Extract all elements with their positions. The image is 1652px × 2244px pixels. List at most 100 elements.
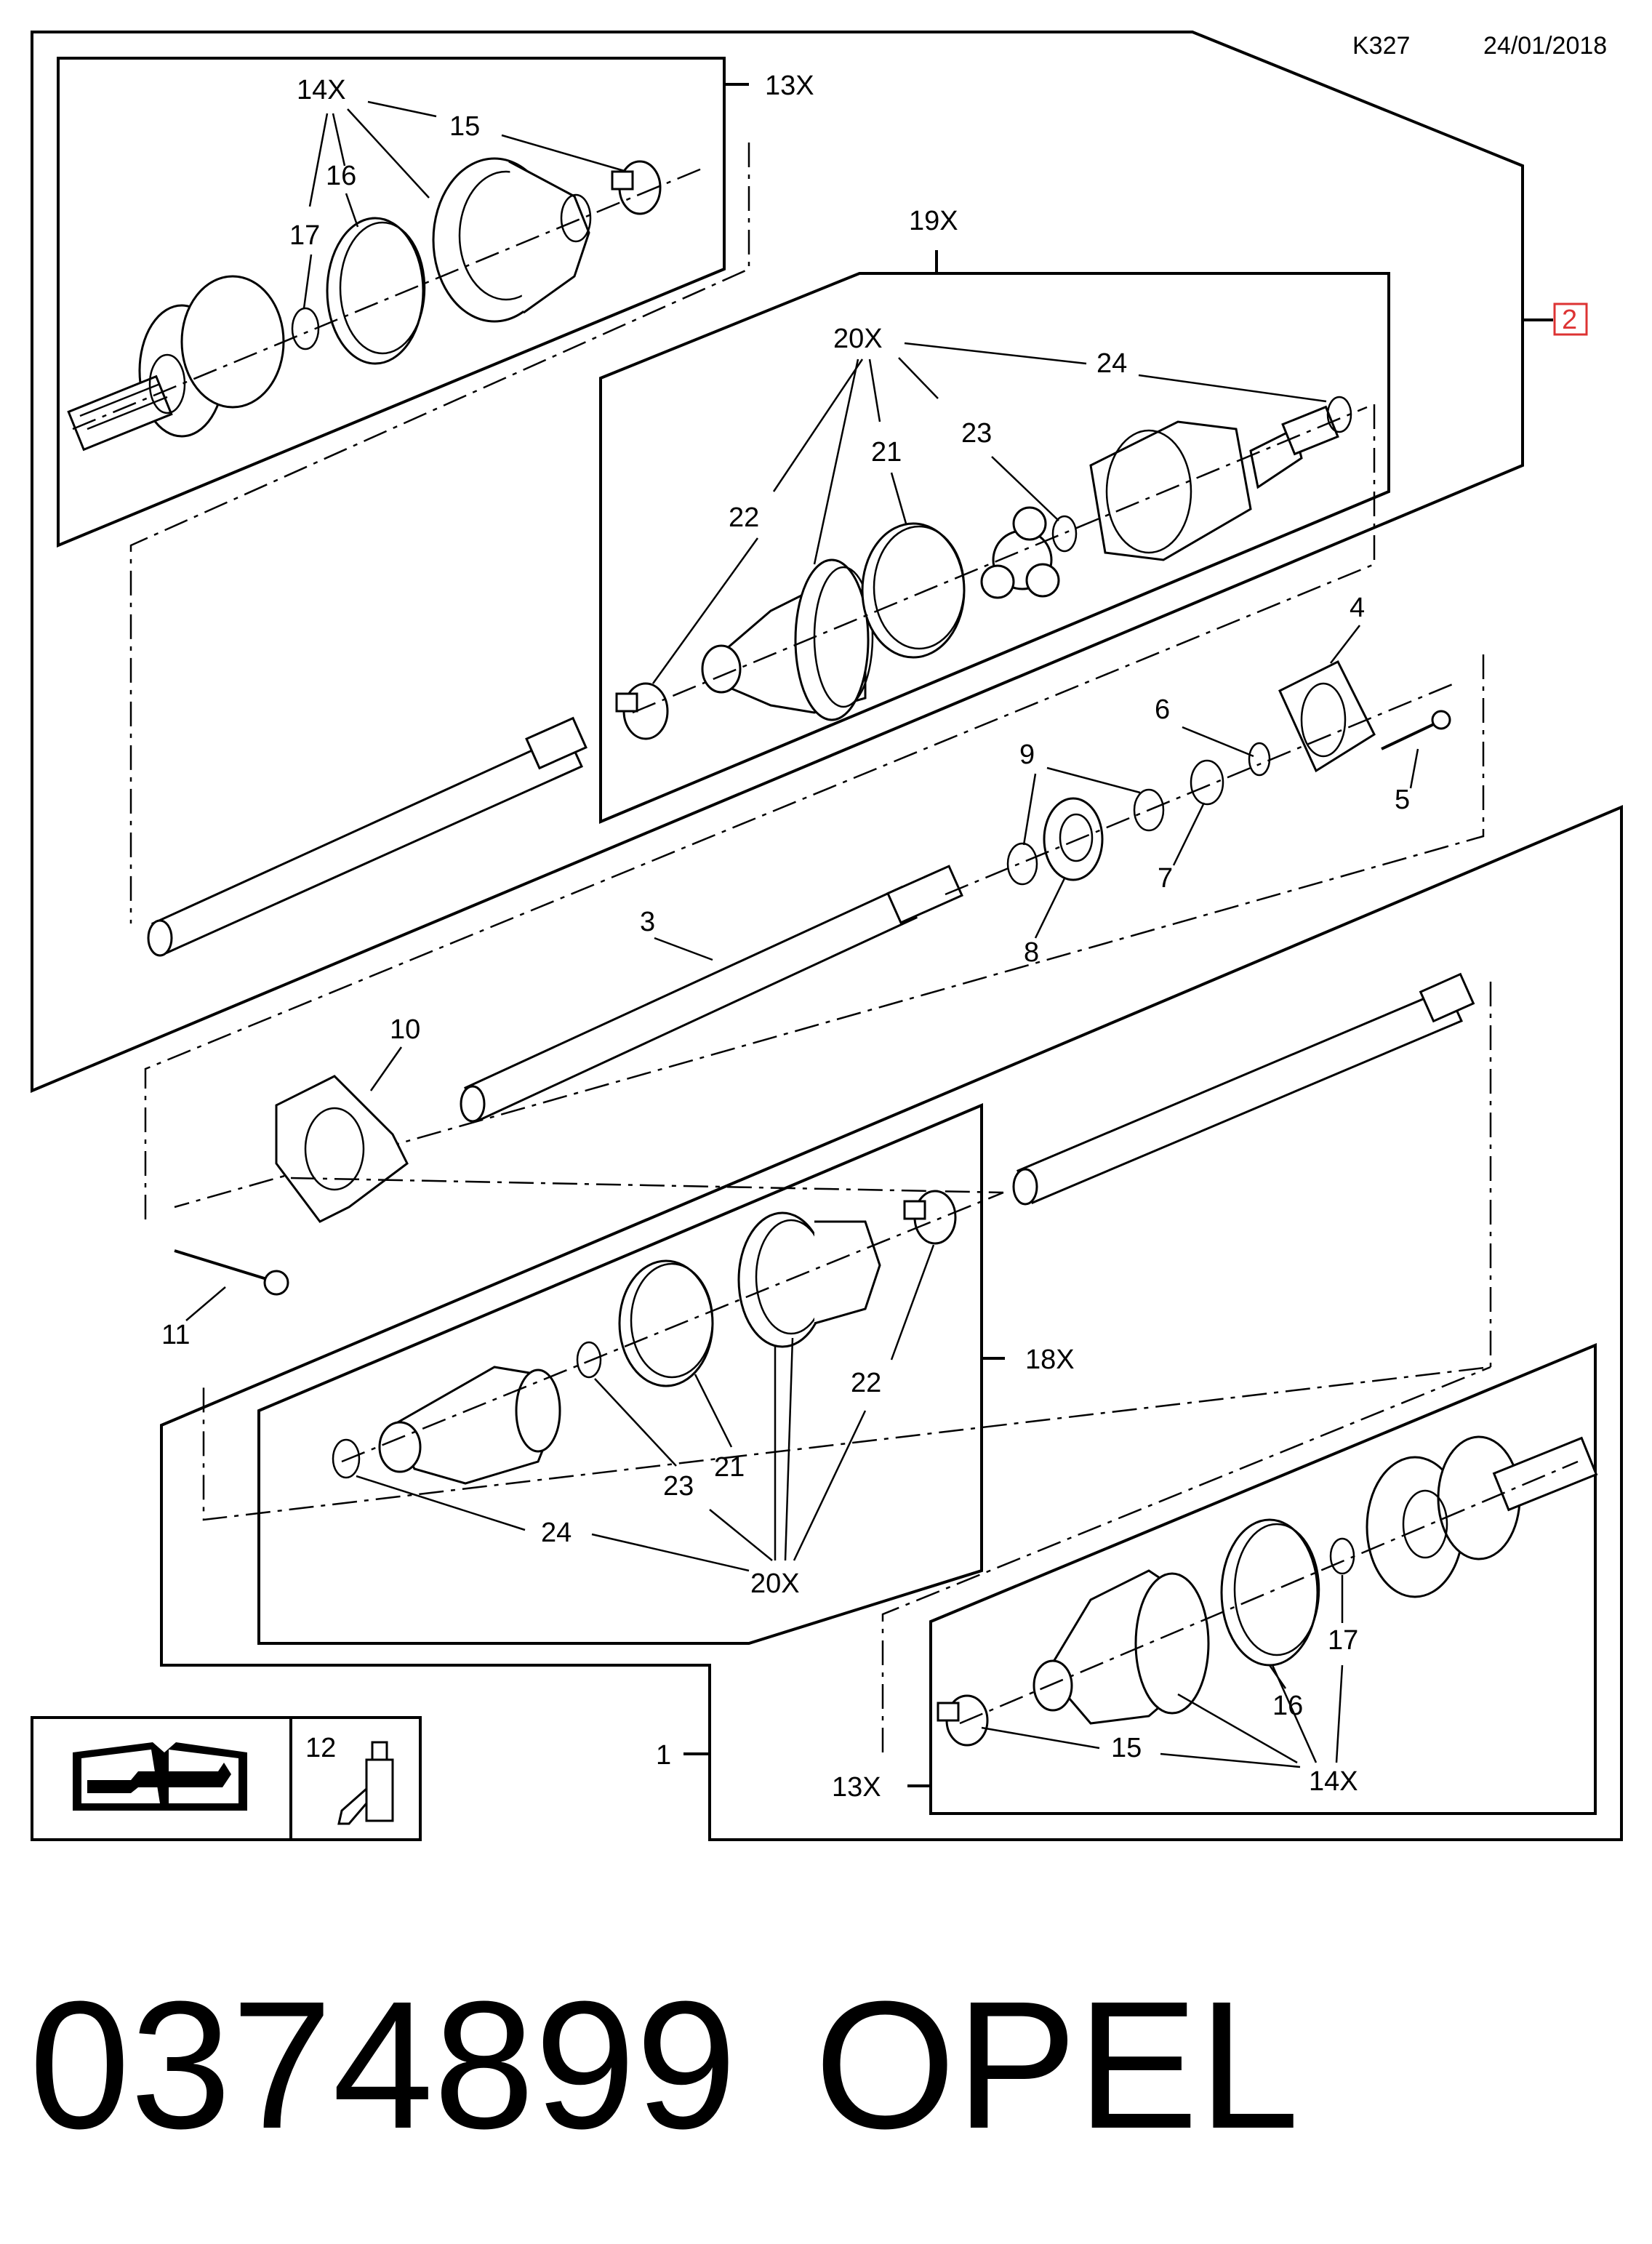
outer-cv-joint-bottom [1366, 1435, 1598, 1598]
label-3: 3 [640, 907, 655, 937]
boot-clamp-21-bottom [618, 1259, 714, 1387]
label-13x-bottom: 13X [832, 1772, 881, 1803]
cv-boot-14x-bottom [1032, 1569, 1210, 1725]
tripod-joint-23 [980, 506, 1060, 599]
axis-19x [632, 406, 1368, 714]
boot-clamp-17-bottom [1329, 1537, 1355, 1575]
cv-boot-14x-top [432, 157, 592, 323]
dash-guide-shaft3 [174, 654, 1485, 1209]
label-11: 11 [161, 1320, 190, 1350]
leaders-10-11 [185, 1046, 403, 1321]
outer-cv-joint-top [67, 275, 285, 452]
label-16-bottom: 16 [1272, 1691, 1303, 1721]
circlip-24-bottom [332, 1438, 361, 1479]
leaders-19x [651, 342, 1327, 684]
label-5: 5 [1395, 785, 1410, 815]
label-15-bottom: 15 [1111, 1733, 1142, 1763]
axis-18x [341, 1191, 1004, 1463]
label-8: 8 [1024, 937, 1039, 968]
circlip-23 [1051, 515, 1078, 553]
boot-clamp-15-top [611, 160, 662, 215]
axis-shaft3 [945, 682, 1455, 896]
axis-top [72, 166, 706, 430]
legend-box [31, 1716, 422, 1841]
label-18x: 18X [1025, 1345, 1075, 1375]
label-24-bottom: 24 [541, 1518, 572, 1548]
label-24-top: 24 [1096, 348, 1127, 379]
boot-clamp-15-bottom [937, 1694, 989, 1747]
reference-box[interactable] [1553, 302, 1588, 336]
group-box-18x [257, 1102, 983, 1645]
label-12: 12 [305, 1733, 336, 1763]
label-21-top: 21 [871, 437, 902, 468]
circlip-9a [1006, 842, 1038, 886]
leaders-4-9 [654, 625, 1419, 961]
label-23-top: 23 [961, 418, 992, 449]
dash-guide-13x-bottom [881, 1366, 1491, 1752]
dash-guide-top [129, 143, 750, 923]
label-19x: 19X [909, 206, 958, 236]
boot-clamp-21 [861, 522, 966, 659]
housing-10 [275, 1075, 409, 1223]
label-14x-top: 14X [297, 75, 346, 105]
boot-clamp-17-top [291, 307, 320, 350]
group-box-13x-bottom [929, 1343, 1597, 1815]
inner-joint-housing [1089, 405, 1339, 561]
label-20x-top: 20X [833, 324, 883, 354]
bearing-8 [1043, 797, 1104, 881]
label-21-bottom: 21 [714, 1452, 745, 1483]
diagram-code: K327 [1352, 32, 1410, 60]
dash-guide-lower [202, 982, 1492, 1521]
assembly-outline-lower [160, 804, 1623, 1841]
label-13x-top: 13X [765, 71, 814, 101]
label-1: 1 [656, 1740, 671, 1771]
label-14x-bottom: 14X [1309, 1766, 1358, 1797]
axis-13x-bottom [959, 1460, 1579, 1725]
axis-10 [290, 1177, 1004, 1194]
inner-cv-boot-20x [701, 558, 874, 721]
diagram-date: 24/01/2018 [1483, 32, 1607, 60]
brand-name: OPEL [814, 1963, 1299, 2166]
label-17-bottom: 17 [1328, 1625, 1358, 1656]
repair-manual-icon [73, 1742, 247, 1811]
bolt-11 [174, 1249, 289, 1296]
group-box-19x [599, 272, 1390, 825]
label-22-bottom: 22 [851, 1368, 881, 1398]
label-20x-bottom: 20X [750, 1568, 800, 1599]
label-23-bottom: 23 [663, 1471, 694, 1502]
label-17-top: 17 [289, 220, 320, 251]
boot-clamp-16-bottom [1220, 1518, 1320, 1667]
label-4: 4 [1350, 593, 1365, 623]
boot-clamp-16-top [326, 217, 426, 365]
label-16-top: 16 [326, 161, 356, 191]
boot-clamp-22-bottom [903, 1190, 957, 1245]
label-9: 9 [1019, 740, 1035, 770]
group-box-13x-top [57, 57, 726, 548]
label-22-top: 22 [729, 502, 759, 533]
label-15-top: 15 [449, 111, 480, 142]
label-10: 10 [390, 1014, 420, 1045]
part-number: 0374899 [29, 1963, 737, 2166]
leaders-top [302, 100, 627, 309]
inner-cv-boot-20x-bottom [737, 1211, 881, 1348]
circlip-23-bottom [576, 1341, 602, 1379]
shaft-upper [147, 716, 588, 957]
boot-clamp-22-top [615, 682, 669, 740]
intermediate-shaft-3 [460, 865, 963, 1123]
inner-joint-housing-bottom [378, 1366, 561, 1485]
grease-tube-icon [337, 1741, 394, 1825]
assembly-outline-upper [31, 31, 1524, 1094]
leaders-18x [356, 1244, 935, 1572]
circlip-9b [1133, 788, 1165, 832]
bolt-5 [1381, 710, 1451, 750]
circlip-7 [1190, 759, 1224, 806]
reference-number: 2 [1562, 305, 1577, 335]
label-6: 6 [1155, 694, 1170, 725]
bearing-support-4 [1278, 660, 1376, 773]
dash-guide-19x [144, 404, 1376, 1222]
circlip-6 [1248, 742, 1271, 777]
leaders-13x-bottom [981, 1575, 1344, 1768]
label-7: 7 [1158, 863, 1173, 894]
shaft-lower [1012, 972, 1475, 1206]
